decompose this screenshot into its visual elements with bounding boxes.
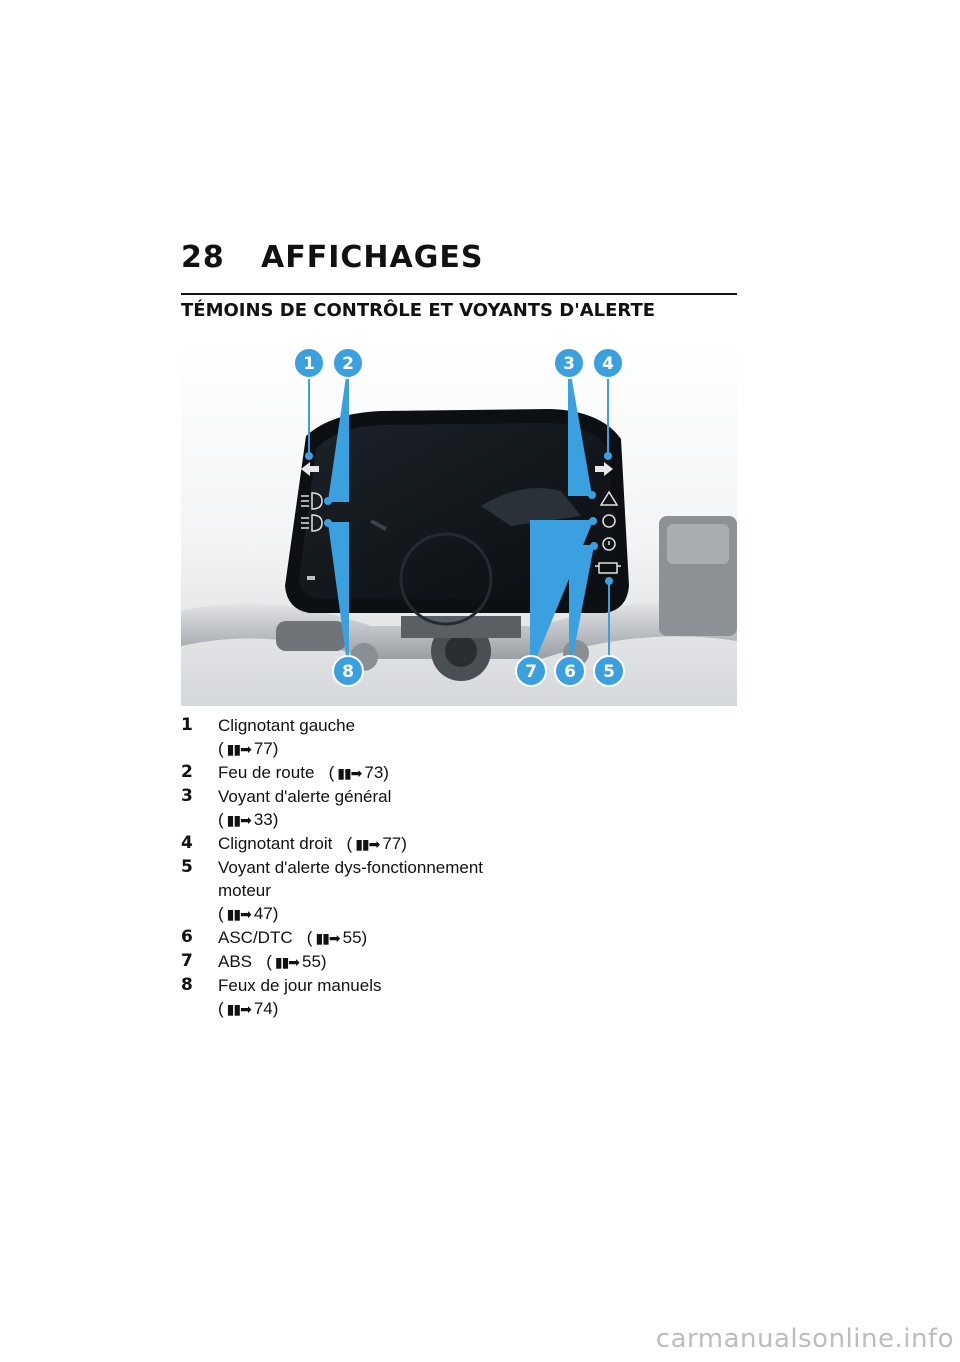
legend-item-7: 7 ABS (▮▮➡55) (181, 950, 501, 974)
legend-text: Voyant d'alerte dys-fonctionnement moteu… (218, 858, 483, 900)
legend-number: 8 (181, 974, 218, 1021)
legend-item-5: 5 Voyant d'alerte dys-fonctionnement mot… (181, 856, 501, 926)
legend-text: Voyant d'alerte général (218, 787, 391, 806)
legend-text: Clignotant droit (218, 834, 332, 853)
svg-text:2: 2 (342, 354, 354, 374)
legend-number: 7 (181, 950, 218, 974)
page-arrow-icon: ▮▮➡ (227, 809, 251, 832)
legend-item-6: 6 ASC/DTC (▮▮➡55) (181, 926, 501, 950)
legend-item-4: 4 Clignotant droit (▮▮➡77) (181, 832, 501, 856)
legend-number: 3 (181, 785, 218, 832)
svg-text:7: 7 (525, 662, 537, 682)
svg-text:8: 8 (342, 662, 354, 682)
callout-6: 6 (555, 656, 585, 686)
page-reference[interactable]: (▮▮➡47) (218, 904, 278, 923)
svg-text:1: 1 (303, 354, 315, 374)
page-reference[interactable]: (▮▮➡77) (218, 739, 278, 758)
svg-text:4: 4 (602, 354, 614, 374)
page-reference[interactable]: (▮▮➡77) (347, 834, 407, 853)
callout-3: 3 (554, 348, 584, 378)
svg-text:5: 5 (603, 662, 615, 682)
legend-number: 2 (181, 761, 218, 785)
svg-text:3: 3 (563, 354, 575, 374)
legend-item-2: 2 Feu de route (▮▮➡73) (181, 761, 501, 785)
legend-text: Feu de route (218, 763, 314, 782)
watermark: carmanualsonline.info (656, 1324, 954, 1354)
callout-4: 4 (593, 348, 623, 378)
page-reference[interactable]: (▮▮➡73) (329, 763, 389, 782)
page-reference[interactable]: (▮▮➡33) (218, 810, 278, 829)
header-rule (181, 293, 737, 295)
legend-text: Feux de jour manuels (218, 976, 381, 995)
page-arrow-icon: ▮▮➡ (355, 833, 379, 856)
legend-item-3: 3 Voyant d'alerte général (▮▮➡33) (181, 785, 501, 832)
page-number: 28 (181, 240, 261, 275)
legend-number: 1 (181, 714, 218, 761)
legend-number: 6 (181, 926, 218, 950)
legend-item-8: 8 Feux de jour manuels (▮▮➡74) (181, 974, 501, 1021)
callout-8: 8 (333, 656, 363, 686)
callout-1: 1 (294, 348, 324, 378)
callout-7: 7 (516, 656, 546, 686)
legend-number: 4 (181, 832, 218, 856)
page-reference[interactable]: (▮▮➡55) (307, 928, 367, 947)
callout-5: 5 (594, 656, 624, 686)
section-title: TÉMOINS DE CONTRÔLE ET VOYANTS D'ALERTE (181, 300, 655, 321)
page-reference[interactable]: (▮▮➡55) (266, 952, 326, 971)
dashboard-figure: 1 2 3 4 5 6 7 8 (181, 341, 737, 706)
legend-item-1: 1 Clignotant gauche (▮▮➡77) (181, 714, 501, 761)
page-arrow-icon: ▮▮➡ (227, 903, 251, 926)
legend-list: 1 Clignotant gauche (▮▮➡77) 2 Feu de rou… (181, 714, 501, 1021)
page-arrow-icon: ▮▮➡ (315, 927, 339, 950)
page-reference[interactable]: (▮▮➡74) (218, 999, 278, 1018)
page-arrow-icon: ▮▮➡ (227, 738, 251, 761)
legend-text: ABS (218, 952, 252, 971)
chapter-title: AFFICHAGES (261, 240, 483, 275)
neutral-indicator (307, 576, 315, 580)
page-arrow-icon: ▮▮➡ (227, 998, 251, 1021)
legend-text: Clignotant gauche (218, 716, 355, 735)
page-arrow-icon: ▮▮➡ (275, 951, 299, 974)
page-arrow-icon: ▮▮➡ (337, 762, 361, 785)
legend-text: ASC/DTC (218, 928, 293, 947)
callout-2: 2 (333, 348, 363, 378)
legend-number: 5 (181, 856, 218, 926)
svg-text:6: 6 (564, 662, 576, 682)
left-grip (276, 621, 346, 651)
